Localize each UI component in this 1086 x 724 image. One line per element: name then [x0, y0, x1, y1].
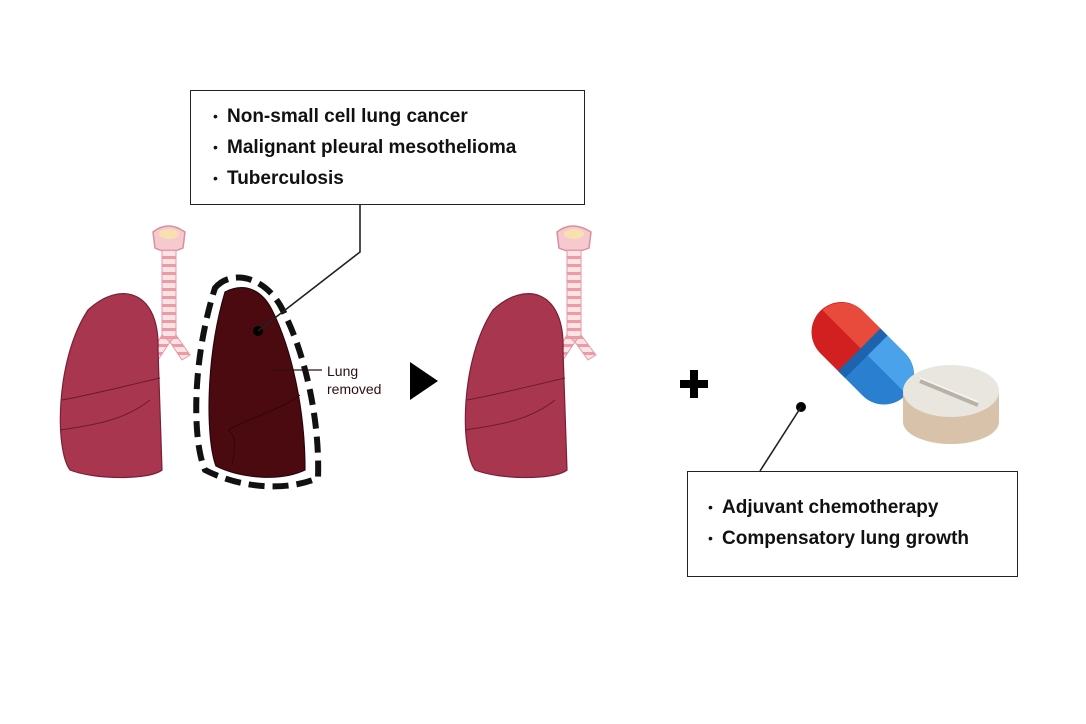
indication-item: Malignant pleural mesothelioma	[213, 132, 584, 163]
right-lung	[59, 293, 163, 479]
resection-outline	[193, 274, 322, 490]
postoperative-item: Adjuvant chemotherapy	[708, 492, 1017, 523]
med-callout-leader	[759, 406, 802, 472]
postoperative-list: Adjuvant chemotherapy Compensatory lung …	[708, 492, 1017, 554]
indications-box: Non-small cell lung cancer Malignant ple…	[190, 90, 585, 205]
lung-after-surgery	[464, 225, 597, 479]
callout-leader	[257, 205, 361, 332]
lungs-before-surgery	[59, 205, 361, 490]
plus-icon	[680, 370, 708, 398]
indication-item: Tuberculosis	[213, 163, 584, 194]
remaining-lung	[464, 293, 568, 479]
tablet-icon	[903, 365, 999, 444]
play-triangle-icon	[410, 362, 438, 400]
postoperative-box: Adjuvant chemotherapy Compensatory lung …	[687, 471, 1018, 577]
trachea	[554, 225, 597, 361]
indications-list: Non-small cell lung cancer Malignant ple…	[213, 101, 584, 194]
trachea	[149, 225, 191, 361]
postoperative-item: Compensatory lung growth	[708, 523, 1017, 554]
lung-removed-label: Lung removed	[327, 363, 382, 397]
indication-item: Non-small cell lung cancer	[213, 101, 584, 132]
capsule-icon	[811, 302, 914, 405]
removed-left-lung	[208, 287, 306, 478]
